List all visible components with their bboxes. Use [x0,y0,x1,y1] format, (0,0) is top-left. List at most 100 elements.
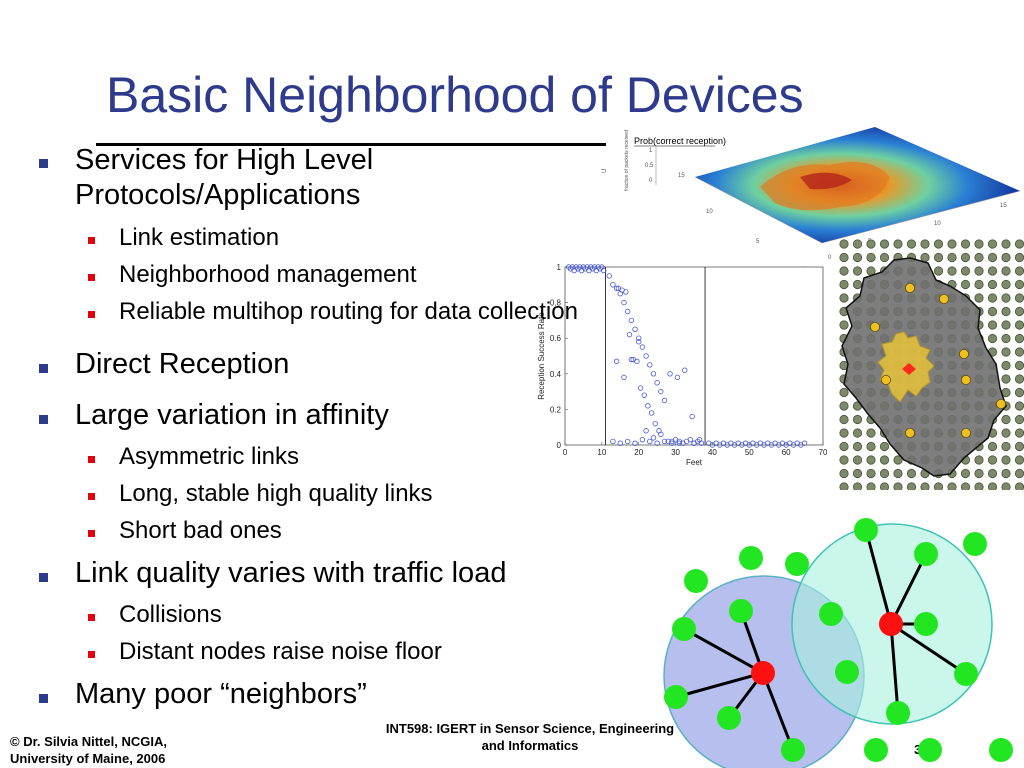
sub-bullet-collisions: Collisions [119,601,222,628]
grid-dot [1001,266,1011,276]
grid-dot [839,266,849,276]
grid-dot [893,455,903,465]
grid-dot [974,266,984,276]
x-tick-label: 20 [634,448,643,457]
sensor-node [684,569,708,593]
grid-dot [987,266,998,276]
link-line [889,623,900,714]
grid-dot [1001,347,1011,357]
grid-dot [933,252,944,263]
neighbor-node [959,349,970,360]
grid-dot [1001,279,1011,290]
grid-dot [987,441,998,452]
grid-dot [1001,306,1011,317]
data-point [691,440,697,446]
grid-dot [879,482,890,490]
grid-dot [1014,482,1024,490]
x-tick-label: 0 [563,448,568,457]
sensor-node [989,738,1013,762]
data-point [654,379,660,386]
grid-dot [839,401,849,411]
grid-dot [920,482,930,490]
scatter-y-label: Reception Success Rate [537,312,546,400]
sub-bullet-marker [88,530,95,537]
grid-dot [852,455,863,465]
surface-right-tick: 10 [934,221,941,227]
grid-dot [987,468,998,479]
grid-dot [960,266,971,276]
grid-dot [1001,468,1011,479]
data-point [650,435,657,441]
sensor-node [864,738,888,762]
sensor-node [854,518,878,542]
grid-dot [839,482,849,490]
y-tick-label: 0.2 [550,405,562,414]
grid-dot [960,279,971,290]
grid-dot [987,482,998,490]
surface-left-edge [694,176,823,244]
grid-dot [839,455,849,465]
grid-dot [947,252,957,263]
data-point [661,397,668,404]
surface-left-tick: 5 [756,239,760,245]
data-point [621,374,627,381]
grid-dot [1001,252,1011,263]
data-point [669,440,675,446]
grid-dot [852,441,863,452]
data-point [689,413,695,420]
sub-bullet-marker [88,311,95,318]
sub-bullet-short-bad: Short bad ones [119,517,282,544]
sensor-node [963,532,987,556]
surface-axis-u: U [602,169,608,173]
bullet-marker [39,415,48,424]
neighbor-node [939,294,950,305]
grid-dot [960,482,971,490]
grid-dot [839,252,849,263]
data-point [613,285,620,292]
link-line [889,553,928,625]
grid-dot [933,239,944,249]
data-point [626,331,633,338]
grid-dot [852,266,863,276]
data-point [593,267,600,274]
grid-dot [920,252,930,263]
footer-copyright-line2: University of Maine, 2006 [10,751,166,766]
grid-dot [906,468,917,479]
grid-dot [960,252,971,263]
data-point [613,358,620,365]
grid-dot [906,239,917,249]
bullet-marker [39,573,48,582]
data-point [661,438,668,445]
footer-course-line1: INT598: IGERT in Sensor Science, Enginee… [385,721,675,736]
sub-bullet-link-estimation: Link estimation [119,224,280,251]
data-point [674,374,681,381]
grid-dot [839,468,849,479]
sub-bullet-marker [88,274,95,281]
sensor-node [819,602,843,626]
grid-dot [987,293,998,303]
surface-left-tick: 10 [706,209,713,215]
grid-dot [1001,293,1011,303]
footer-course-line2: and Informatics [481,738,579,753]
surface-right-tick: 0 [828,255,832,261]
grid-dot [960,468,971,479]
neighbor-node [995,398,1006,409]
sensor-node [835,660,859,684]
neighbor-node [881,374,892,385]
grid-dot [839,414,849,425]
data-point [639,436,646,443]
grid-dot [1014,468,1024,479]
data-point [623,289,629,295]
grid-dot [866,428,876,438]
data-point [565,264,572,270]
data-point [610,282,616,288]
grid-dot [1014,266,1024,276]
scatter-x-label: Feet [686,458,703,467]
surface-ztick: 1 [649,148,653,154]
grid-dot [879,455,890,465]
data-point [624,308,631,315]
y-tick-label: 0.8 [550,299,562,308]
data-point [628,317,635,324]
sensor-node [729,599,753,623]
data-point [600,267,607,274]
